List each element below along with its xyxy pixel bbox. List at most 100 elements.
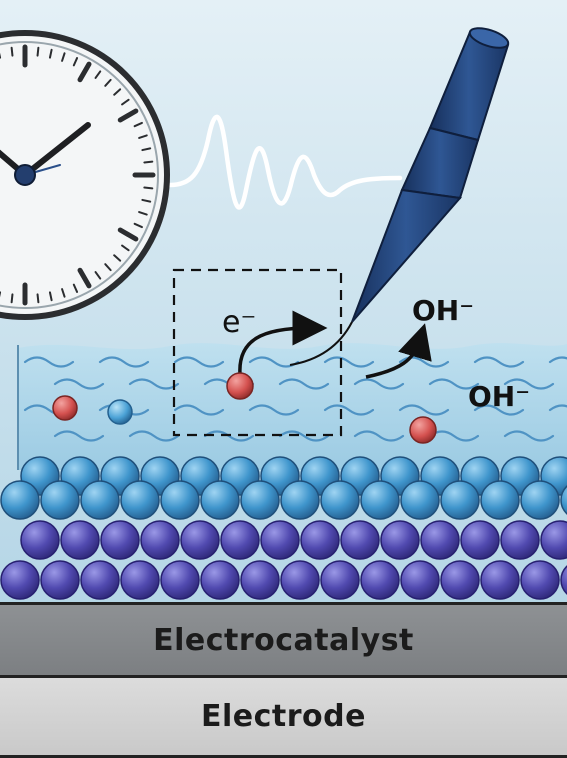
clock-tick	[77, 61, 92, 83]
clock-tick	[10, 293, 14, 304]
hydroxide-label-top: OH⁻	[412, 294, 474, 327]
catalyst-sphere	[520, 560, 560, 600]
catalyst-sphere	[60, 520, 100, 560]
electrolyte-wave	[323, 356, 375, 368]
electrolyte-wave	[473, 356, 525, 368]
catalyst-sphere	[460, 520, 500, 560]
clock-tick	[133, 121, 143, 128]
catalyst-sphere	[420, 520, 460, 560]
clock-tick	[94, 70, 102, 79]
electrolyte-wave	[398, 404, 450, 416]
electrolyte-wave	[503, 430, 555, 442]
catalyst-sphere	[440, 480, 480, 520]
clock-tick	[117, 227, 139, 242]
catalyst-sphere	[160, 560, 200, 600]
electrolyte-wave	[353, 430, 405, 442]
catalyst-sphere	[200, 560, 240, 600]
catalyst-sphere	[80, 560, 120, 600]
catalyst-sphere	[480, 480, 520, 520]
clock-tick	[36, 293, 40, 304]
catalyst-sphere	[0, 480, 40, 520]
clock-tick	[104, 78, 112, 87]
clock-tick	[61, 288, 66, 298]
clock-tick	[117, 108, 139, 123]
electrocatalyst-layer: Electrocatalyst	[0, 602, 567, 678]
clock-tick	[48, 48, 53, 59]
catalyst-sphere	[280, 560, 320, 600]
catalyst-sphere	[400, 560, 440, 600]
electrolyte-wave	[248, 404, 300, 416]
clock-tick	[141, 147, 152, 152]
clock-icon	[0, 30, 170, 320]
clock-tick	[138, 134, 148, 139]
clock-tick	[48, 291, 53, 302]
catalyst-sphere	[80, 480, 120, 520]
catalyst-spheres	[0, 456, 567, 600]
clock-tick	[10, 46, 14, 57]
electrolyte-wave	[278, 378, 330, 390]
arrow-icon	[365, 323, 432, 379]
electron-label: e⁻	[222, 305, 256, 340]
catalyst-sphere	[340, 520, 380, 560]
catalyst-sphere	[560, 485, 567, 515]
catalyst-sphere	[400, 480, 440, 520]
catalyst-sphere	[500, 520, 540, 560]
probe-tip-icon	[289, 27, 510, 366]
electrolyte-wave	[98, 356, 150, 368]
clock-tick	[121, 244, 130, 252]
clock-tick	[61, 52, 66, 62]
clock-tick	[94, 271, 102, 280]
clock-tick	[113, 88, 122, 96]
electrolyte-wave	[503, 378, 555, 390]
catalyst-sphere	[20, 520, 60, 560]
catalyst-sphere	[360, 560, 400, 600]
clock-tick	[141, 198, 152, 203]
catalyst-sphere	[120, 480, 160, 520]
catalyst-sphere	[320, 480, 360, 520]
electrolyte-wave	[128, 378, 180, 390]
catalyst-sphere	[40, 480, 80, 520]
ion-red	[52, 395, 78, 421]
catalyst-sphere	[560, 565, 567, 595]
ion-red	[409, 416, 437, 444]
clock-tick	[36, 46, 40, 57]
clock-tick	[72, 57, 79, 67]
catalyst-sphere	[140, 520, 180, 560]
clock-tick	[133, 222, 143, 229]
electrolyte-wave	[353, 378, 405, 390]
catalyst-sphere	[300, 520, 340, 560]
catalyst-sphere	[380, 520, 420, 560]
clock-tick	[138, 211, 148, 216]
catalyst-sphere	[480, 560, 520, 600]
ion-blue	[107, 399, 133, 425]
electrolyte-wave	[473, 404, 525, 416]
clock-tick	[121, 98, 130, 106]
electrolyte-wave	[323, 404, 375, 416]
clock-tick	[143, 160, 154, 164]
signal-wave-icon	[167, 114, 403, 210]
electrolyte-wave	[428, 378, 480, 390]
catalyst-sphere	[540, 520, 567, 560]
clock-tick	[113, 254, 122, 262]
electrolyte-wave	[428, 430, 480, 442]
clock-tick	[104, 263, 112, 272]
catalyst-sphere	[520, 480, 560, 520]
catalyst-sphere	[240, 560, 280, 600]
catalyst-sphere	[180, 520, 220, 560]
catalyst-sphere	[440, 560, 480, 600]
clock-tick	[77, 267, 92, 289]
hydroxide-label-right: OH⁻	[468, 380, 530, 413]
clock-tick	[72, 283, 79, 293]
electrolyte-wave	[173, 404, 225, 416]
electrolyte-wave	[173, 356, 225, 368]
reaction-zone-box	[172, 268, 343, 437]
electrolyte-wave	[128, 430, 180, 442]
catalyst-sphere	[100, 520, 140, 560]
electrolyte-wave	[53, 430, 105, 442]
ion-red	[226, 372, 254, 400]
catalyst-sphere	[120, 560, 160, 600]
catalyst-sphere	[40, 560, 80, 600]
catalyst-sphere	[160, 480, 200, 520]
catalyst-sphere	[260, 520, 300, 560]
electrolyte-wave	[548, 404, 567, 412]
